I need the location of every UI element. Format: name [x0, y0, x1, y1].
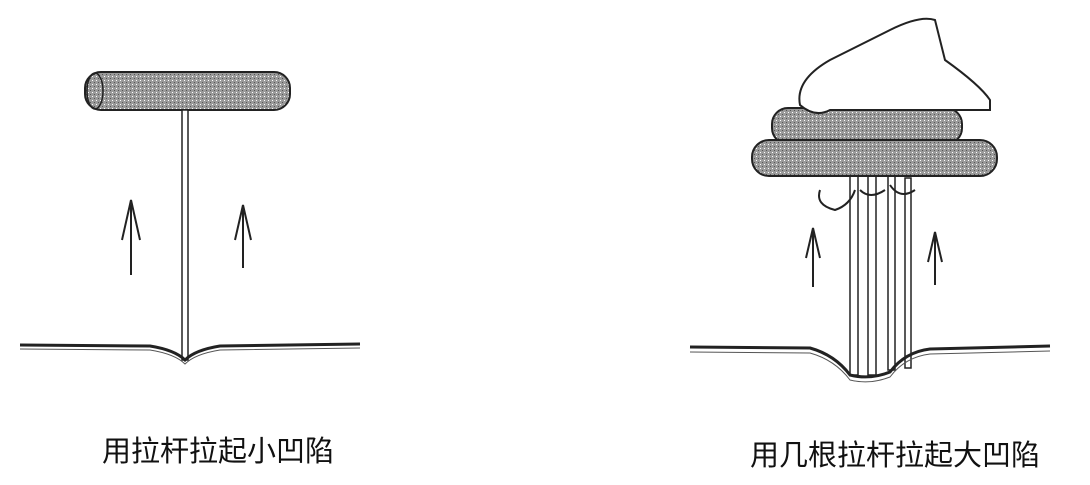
single-puller-figure: [19, 71, 361, 365]
t-handle: [84, 71, 291, 111]
hand: [798, 17, 991, 115]
rod-4: [904, 177, 912, 369]
handle-back: [771, 107, 963, 145]
up-arrow-icon: [234, 204, 252, 268]
rod-1: [849, 169, 859, 376]
panel-surface: [689, 344, 1051, 379]
pull-rod: [181, 109, 189, 361]
handle-front: [751, 139, 998, 177]
caption-large-dent: 用几根拉杆拉起大凹陷: [749, 438, 1041, 472]
up-arrow-icon: [927, 231, 943, 285]
rod-2: [867, 174, 877, 376]
rod-3: [887, 174, 896, 371]
up-arrow-icon: [121, 199, 141, 275]
multi-puller-figure: [689, 17, 1051, 383]
panel-surface: [19, 342, 361, 363]
up-arrow-icon: [805, 227, 821, 287]
caption-small-dent: 用拉杆拉起小凹陷: [101, 434, 335, 468]
